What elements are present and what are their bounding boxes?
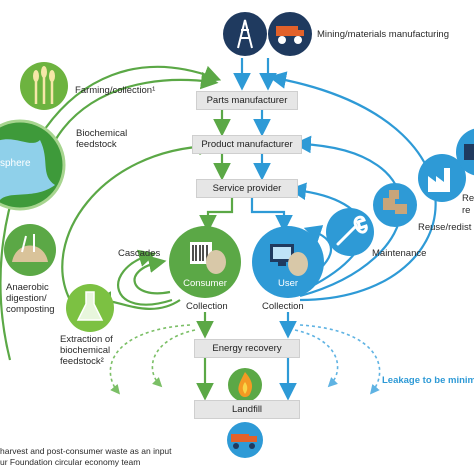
collection-right-label: Collection <box>262 301 304 312</box>
cascades-loop-1 <box>133 255 171 295</box>
cascades-loop-2 <box>117 249 173 306</box>
cascades-label: Cascades <box>118 248 161 259</box>
monitor-icon <box>270 244 294 266</box>
leakage-arcs <box>109 324 381 395</box>
compost-icon-circle <box>4 224 56 276</box>
flask-icon <box>76 291 104 321</box>
consumer-label: Consumer <box>183 278 227 289</box>
consumer-circle <box>169 226 241 298</box>
compost-heap-icon <box>12 245 48 262</box>
pipeline-arrows <box>196 58 297 401</box>
leakage-right-outer <box>299 324 381 395</box>
mining-icon-circle <box>223 12 267 56</box>
user-circle <box>252 226 324 298</box>
farming-label: Farming/collection¹ <box>75 85 156 96</box>
leakage-label: Leakage to be minim <box>382 375 474 386</box>
maintenance-label: Maintenance <box>372 248 427 259</box>
product-manufacturer-box: Product manufacturer <box>192 135 302 154</box>
maintenance-icon-circle <box>326 208 374 256</box>
reuse-icon-circle <box>373 183 417 227</box>
anaerobic-label: Anaerobic digestion/ composting <box>6 282 55 315</box>
user-label: User <box>277 278 299 289</box>
oil-rig-icon <box>237 19 253 49</box>
leakage-left-outer <box>109 324 191 395</box>
energy-recovery-box: Energy recovery <box>194 339 300 358</box>
mining-label: Mining/materials manufacturing <box>317 29 450 40</box>
collection-left-label: Collection <box>186 301 228 312</box>
dump-truck-icon <box>231 434 257 449</box>
wrench-icon <box>336 215 368 246</box>
recycle-bin-icon <box>464 144 474 160</box>
service-provider-box: Service provider <box>196 179 298 198</box>
landfill-box: Landfill <box>194 400 300 419</box>
boxes-icon <box>383 190 407 214</box>
biosphere-label: sphere <box>0 158 31 169</box>
footnote-line-1: harvest and post-consumer waste as an in… <box>0 446 172 456</box>
energy-recovery-icon-circle <box>228 368 262 402</box>
recycling-icon-circle <box>456 128 474 176</box>
truck-icon-circle <box>268 12 312 56</box>
extraction-icon-circle <box>66 284 114 332</box>
mining-truck-icon <box>276 26 304 44</box>
biochemical-feedstock-label: Biochemical feedstock <box>76 128 128 150</box>
refurbish-label-top: Re <box>462 193 474 204</box>
consumer-head-icon <box>206 250 226 274</box>
factory-icon <box>428 168 450 192</box>
landfill-icon-circle <box>227 422 263 458</box>
parts-manufacturer-box: Parts manufacturer <box>196 91 298 110</box>
leakage-right-inner <box>294 329 339 388</box>
green-loop-3 <box>61 137 217 301</box>
outer-blue-loop <box>268 71 437 302</box>
biosphere-globe <box>0 119 66 211</box>
reuse-label: Reuse/redist <box>418 222 472 233</box>
footnote-line-2: ur Foundation circular economy team <box>0 457 141 467</box>
leakage-left-inner <box>151 329 196 388</box>
refurbish-icon-circle <box>418 154 466 202</box>
refurbish-label-bottom: re <box>462 205 471 216</box>
user-head-icon <box>288 252 308 276</box>
extraction-label: Extraction of biochemical feedstock² <box>60 334 113 367</box>
farming-icon-circle <box>20 62 68 110</box>
